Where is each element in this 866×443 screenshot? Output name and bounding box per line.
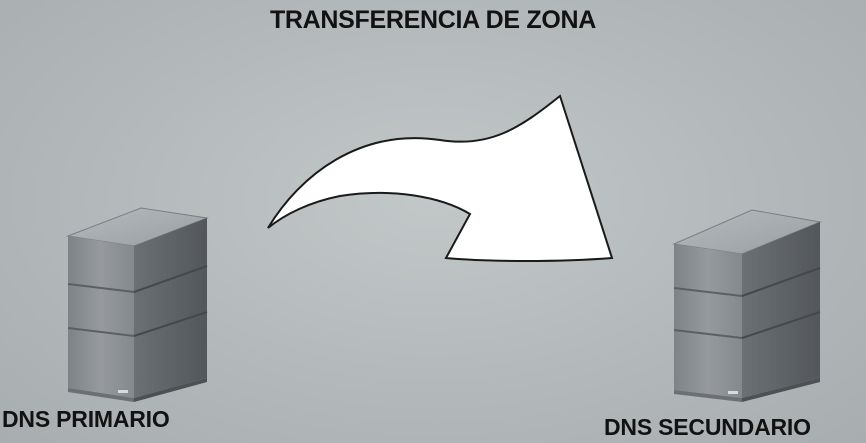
diagram-title: TRANSFERENCIA DE ZONA <box>269 6 597 34</box>
server-icon-secondary <box>672 209 822 402</box>
primary-dns-label: DNS PRIMARIO <box>2 406 170 432</box>
server-icon-primary <box>66 207 209 402</box>
secondary-dns-label: DNS SECUNDARIO <box>604 414 811 440</box>
curved-arrow-icon <box>267 94 614 262</box>
